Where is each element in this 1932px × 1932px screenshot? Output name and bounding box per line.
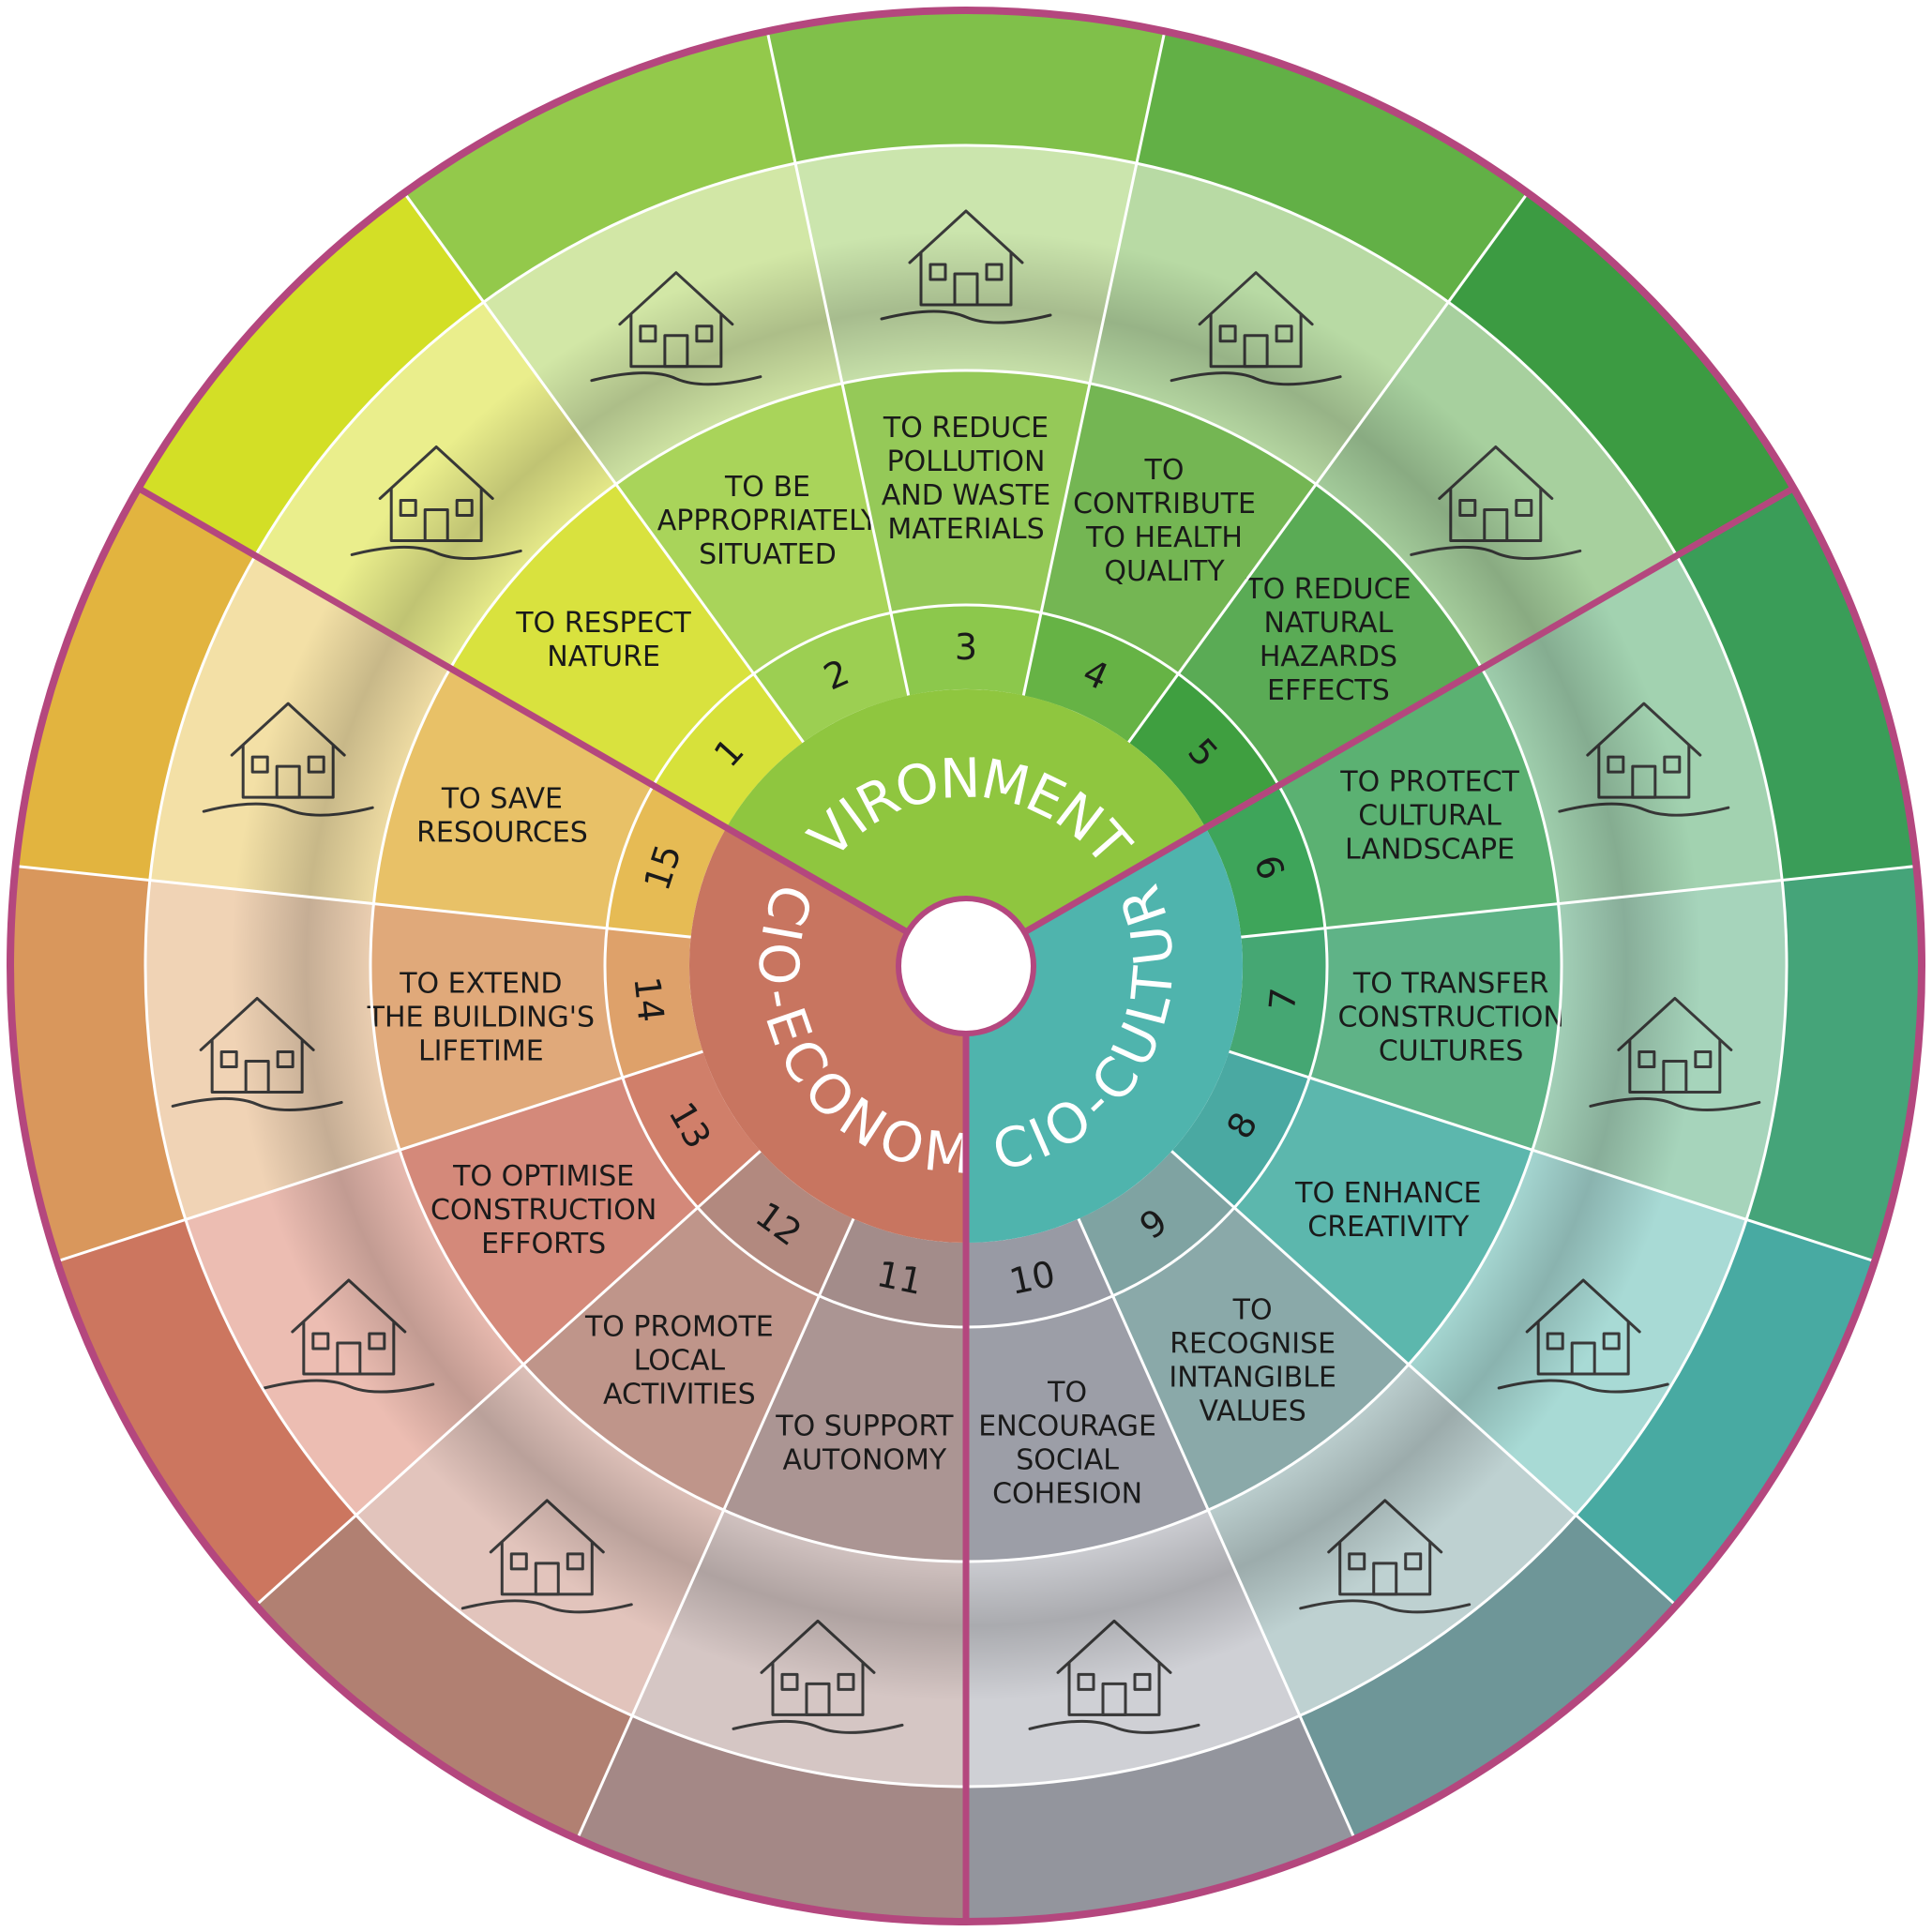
segment-12-objective-cell [523,1207,820,1511]
dimension-socio-economic [689,827,966,1243]
segment-11-number: 11 [873,1253,926,1303]
segment-3-number: 3 [955,626,977,668]
segment-9-number-cell [1078,1151,1235,1296]
segment-1-number-cell [653,673,804,828]
segment-7-rim [1746,864,1924,1268]
segment-9-objective-cell [1112,1207,1409,1511]
segment-separator [1229,1049,1896,1270]
segment-separator [566,1217,855,1860]
segment-13-objective-cell [400,1077,698,1365]
segment-14-objective-cell [370,903,623,1151]
segment-13-rim [36,1219,356,1621]
segment-separator [1077,1217,1366,1860]
segment-11-number-cell [819,1218,966,1327]
segment-14-number-cell [604,928,703,1078]
segment-separator [390,174,805,744]
segment-6-number-cell [1205,785,1325,938]
segment-10-objective-cell [966,1295,1209,1562]
segment-14-rim [8,864,186,1268]
dimension-environmental [726,688,1206,932]
segment-10-number: 10 [1005,1253,1058,1303]
segment-5-number-cell [1128,673,1279,828]
segment-4-objective-cell [1041,383,1317,674]
segment-12-number-cell [697,1151,854,1296]
segment-7-objective-cell [1309,903,1562,1151]
segment-13-number-cell [622,1051,761,1208]
segment-separator [761,9,911,696]
segment-14-number: 14 [626,974,672,1024]
segment-2-rim [391,9,796,303]
segment-8-rim [1576,1219,1896,1621]
segment-8-number-cell [1171,1051,1310,1208]
outer-border [7,7,1925,1925]
segment-4-number-cell [1023,612,1179,743]
segment-3-objective-cell [841,370,1091,613]
segment-separator [1170,1150,1694,1622]
dimension-divider [1022,483,1798,936]
segment-separator [238,1150,762,1622]
segment-2-number-cell [753,612,909,743]
segment-2-objective-cell [615,383,891,674]
segment-6-rim [1676,477,1924,881]
segment-9-rim [1299,1515,1693,1859]
segment-6-objective-cell [1278,668,1559,928]
segment-15-number-cell [607,785,727,938]
segment-12-rim [239,1515,633,1859]
dimension-divider [134,483,910,936]
segment-separator [36,1049,703,1270]
dimension-socio-cultural [966,827,1243,1243]
segment-5-rim [1448,175,1813,556]
segment-separator [0,863,691,939]
segment-3-rim [762,8,1170,164]
segment-4-rim [1136,9,1541,303]
segment-11-objective-cell [723,1295,966,1562]
center-hole [896,896,1036,1036]
segment-10-number-cell [966,1218,1113,1327]
segment-3-number-cell [890,604,1042,696]
segment-8-objective-cell [1234,1077,1532,1365]
segment-15-rim [8,477,256,881]
segment-separator [1127,174,1542,744]
segment-separator [1241,863,1932,939]
segment-15-objective-cell [373,668,654,928]
segment-separator [1021,9,1171,696]
segment-1-rim [119,175,484,556]
segment-7-number-cell [1229,928,1327,1078]
segment-7-number: 7 [1261,986,1305,1013]
dimension-borders [7,7,1925,1925]
